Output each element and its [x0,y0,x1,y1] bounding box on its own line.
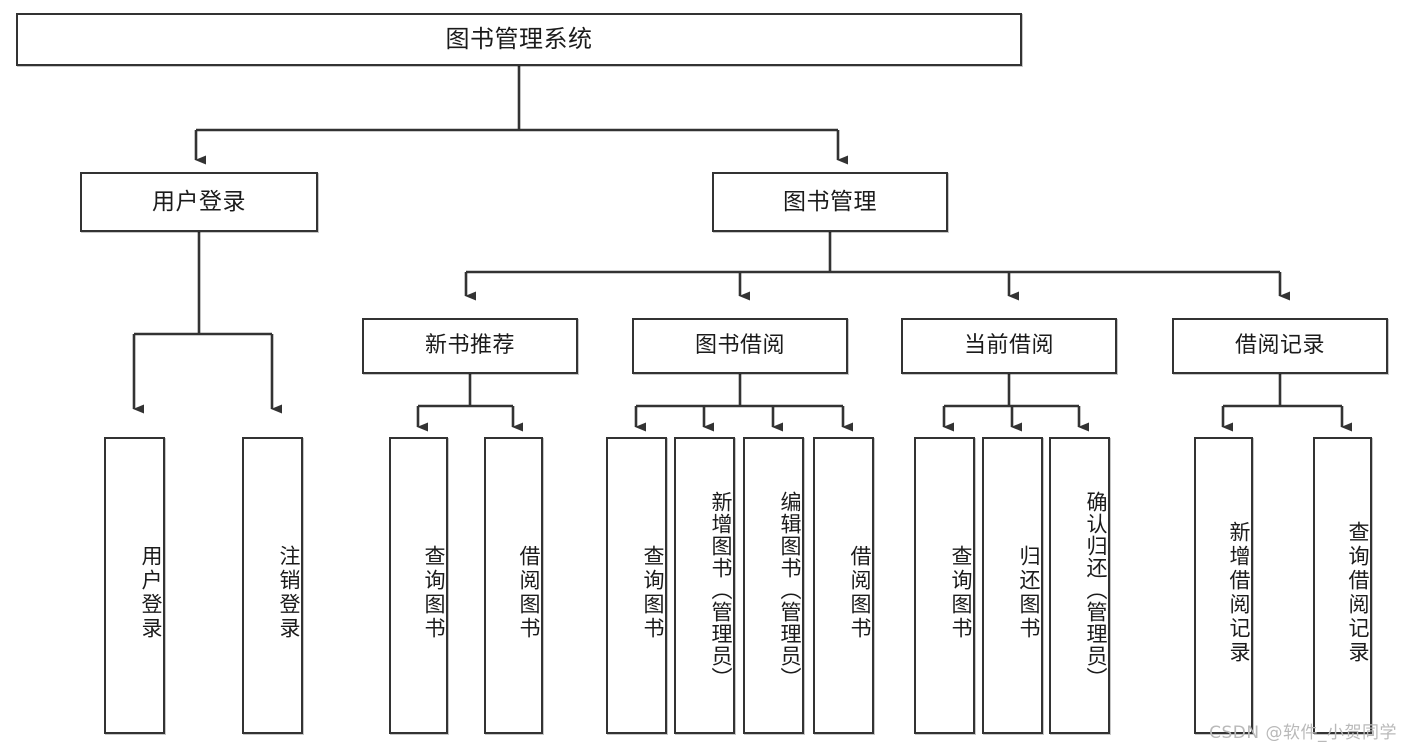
node-label: 借阅图书 [517,544,541,641]
node-label: 用户登录 [139,544,163,641]
node-label: 查询图书 [949,544,973,641]
node-label: 查询图书 [641,544,665,641]
node-label: 查询图书 [422,544,446,641]
node-label: 图书借阅 [694,333,785,359]
node-label: 图书管理 [783,188,877,215]
node-user-login[interactable]: 用户登录 [80,172,318,232]
node-new-book-recommend[interactable]: 新书推荐 [362,318,578,374]
node-label: 确认归还（管理员） [1084,490,1108,689]
leaf-borrow-book-recommend[interactable]: 借阅图书 [484,437,543,734]
node-book-borrow[interactable]: 图书借阅 [632,318,848,374]
node-label: 用户登录 [152,188,246,215]
node-label: 图书管理系统 [445,24,593,53]
leaf-query-book-recommend[interactable]: 查询图书 [389,437,448,734]
leaf-query-book-current[interactable]: 查询图书 [914,437,975,734]
leaf-return-book[interactable]: 归还图书 [982,437,1043,734]
node-label: 归还图书 [1017,544,1041,641]
node-label: 新增图书（管理员） [709,490,733,689]
node-label: 借阅图书 [848,544,872,641]
watermark: CSDN @软件_小贺同学 [1209,723,1397,743]
node-label: 新增借阅记录 [1227,520,1251,665]
leaf-add-borrow-record[interactable]: 新增借阅记录 [1194,437,1253,734]
node-label: 新书推荐 [424,333,515,359]
node-label: 当前借阅 [963,333,1054,359]
leaf-borrow-book-borrow[interactable]: 借阅图书 [813,437,874,734]
node-label: 借阅记录 [1234,333,1325,359]
node-borrow-record[interactable]: 借阅记录 [1172,318,1388,374]
leaf-edit-book-admin[interactable]: 编辑图书（管理员） [743,437,804,734]
node-current-borrow[interactable]: 当前借阅 [901,318,1117,374]
node-root-book-management-system[interactable]: 图书管理系统 [16,13,1022,66]
leaf-user-login[interactable]: 用户登录 [104,437,165,734]
node-book-management[interactable]: 图书管理 [712,172,948,232]
node-label: 注销登录 [277,544,301,641]
leaf-query-borrow-record[interactable]: 查询借阅记录 [1313,437,1372,734]
node-label: 查询借阅记录 [1346,520,1370,665]
leaf-query-book-borrow[interactable]: 查询图书 [606,437,667,734]
leaf-confirm-return-admin[interactable]: 确认归还（管理员） [1049,437,1110,734]
leaf-add-book-admin[interactable]: 新增图书（管理员） [674,437,735,734]
leaf-logout-login[interactable]: 注销登录 [242,437,303,734]
node-label: 编辑图书（管理员） [778,490,802,689]
